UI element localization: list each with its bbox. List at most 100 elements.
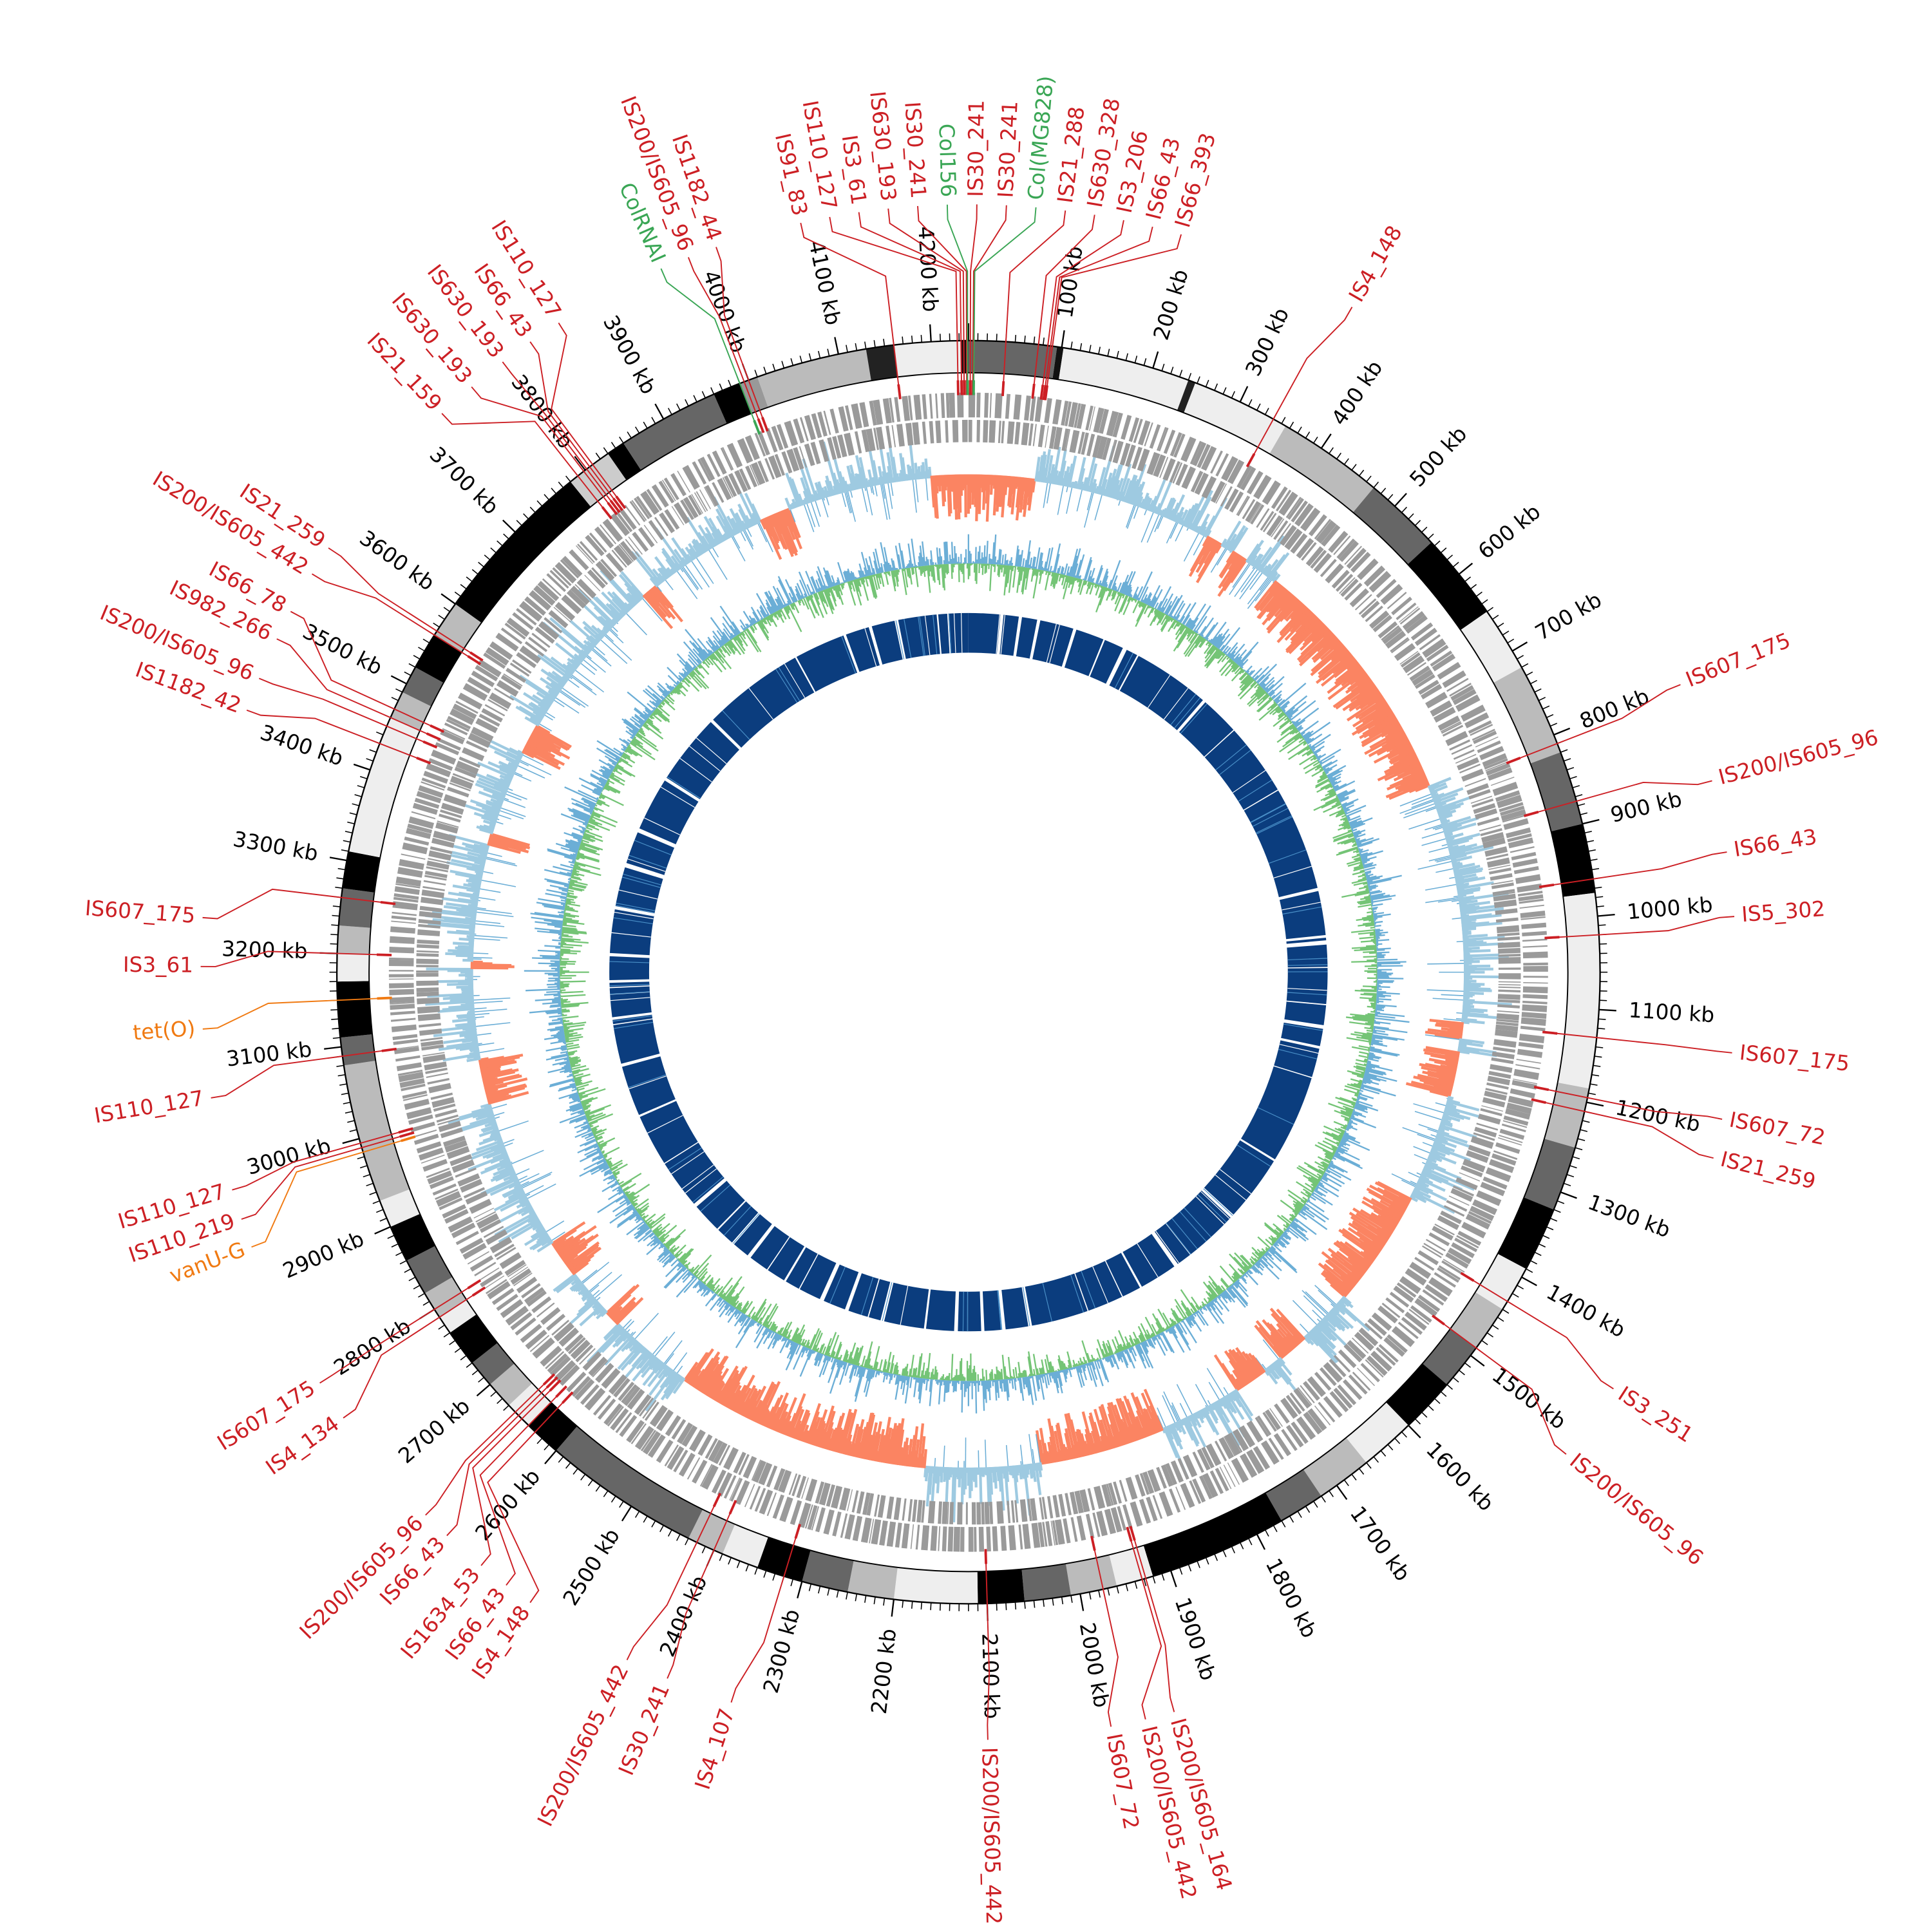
gc-positive-spike — [1137, 597, 1140, 601]
gc-negative-spike — [1359, 896, 1370, 900]
gc-negative-spike — [1057, 1368, 1059, 1371]
gc-negative-spike — [1352, 1099, 1357, 1102]
gc-positive-spike — [1376, 992, 1400, 995]
gc-negative-spike — [804, 1345, 806, 1347]
gc-negative-spike — [727, 1296, 734, 1303]
inner-ring-line — [784, 663, 806, 698]
gc-negative-spike — [605, 1157, 612, 1162]
gc-positive-spike — [1269, 692, 1275, 697]
gc-negative-spike — [1108, 588, 1111, 592]
gc-negative-spike — [563, 1024, 585, 1029]
gc-negative-spike — [788, 1334, 791, 1340]
gc-negative-spike — [1160, 614, 1168, 625]
gc-positive-spike — [1148, 600, 1152, 606]
gc-negative-spike — [705, 658, 708, 661]
gc-positive-spike — [535, 927, 562, 932]
gc-positive-spike — [738, 1313, 745, 1323]
gc-positive-spike — [1376, 996, 1385, 998]
gc-positive-spike — [1173, 616, 1177, 620]
gc-negative-spike — [1353, 857, 1361, 860]
gc-positive-spike — [542, 1001, 562, 1005]
gc-negative-spike — [1264, 1222, 1281, 1237]
gc-negative-spike — [1321, 799, 1340, 809]
gc-negative-spike — [1190, 1308, 1195, 1314]
gc-positive-spike — [735, 1311, 742, 1320]
gc-positive-spike — [1327, 1166, 1331, 1169]
gc-negative-spike — [923, 1375, 925, 1379]
gc-positive-spike — [1075, 1366, 1083, 1388]
gc-positive-spike — [1341, 1137, 1370, 1151]
gc-positive-spike — [623, 1195, 627, 1199]
gc-negative-spike — [564, 1027, 583, 1032]
gc-negative-spike — [1310, 756, 1317, 761]
gc-negative-spike — [1294, 1207, 1301, 1213]
gc-positive-spike — [1108, 1356, 1113, 1368]
gc-negative-spike — [1354, 858, 1361, 862]
gc-negative-spike — [1138, 1335, 1143, 1343]
gc-negative-spike — [1270, 703, 1277, 709]
gc-negative-spike — [1183, 633, 1198, 655]
gc-positive-spike — [1372, 1029, 1385, 1033]
gc-positive-spike — [1245, 665, 1253, 673]
gc-positive-spike — [840, 1361, 844, 1368]
gc-positive-spike — [1193, 605, 1211, 632]
gc-positive-spike — [1253, 675, 1259, 681]
gc-negative-spike — [652, 1224, 663, 1233]
gc-positive-spike — [1282, 708, 1285, 712]
gc-negative-spike — [1095, 1359, 1097, 1361]
gc-positive-spike — [618, 1186, 621, 1190]
gc-negative-spike — [1071, 577, 1075, 585]
gc-positive-spike — [1316, 1186, 1328, 1194]
gc-positive-spike — [575, 853, 578, 855]
inner-ring-gap — [793, 654, 817, 695]
gc-positive-spike — [854, 1367, 864, 1397]
gc-positive-spike — [1355, 1102, 1379, 1112]
gc-negative-spike — [564, 1032, 570, 1035]
gc-negative-spike — [1112, 1339, 1119, 1353]
gc-positive-spike — [1350, 817, 1373, 828]
gc-negative-spike — [565, 905, 570, 907]
gc-positive-spike — [717, 1295, 719, 1298]
gc-positive-spike — [1113, 585, 1117, 591]
gc-negative-spike — [1358, 1054, 1368, 1059]
gc-positive-spike — [1374, 1021, 1391, 1025]
gc-negative-spike — [1157, 1330, 1160, 1334]
gc-negative-spike — [1064, 574, 1066, 578]
gc-positive-spike — [1370, 900, 1374, 902]
gc-negative-spike — [888, 571, 891, 576]
gc-positive-spike — [626, 1204, 634, 1211]
inner-ring-line — [948, 613, 952, 654]
gc-positive-spike — [735, 1319, 754, 1349]
gc-negative-spike — [1141, 603, 1145, 608]
gc-positive-spike — [999, 549, 1002, 565]
gc-positive-spike — [1376, 939, 1390, 942]
gc-negative-spike — [1349, 1021, 1374, 1027]
gc-positive-spike — [558, 914, 564, 916]
gc-negative-spike — [1108, 1352, 1111, 1356]
gc-positive-spike — [1077, 1365, 1085, 1387]
gc-positive-spike — [808, 1348, 810, 1351]
gc-negative-spike — [1060, 1360, 1065, 1370]
gc-negative-spike — [1341, 822, 1350, 827]
gc-positive-spike — [1323, 1173, 1328, 1177]
gc-positive-spike — [1289, 717, 1292, 721]
gc-negative-spike — [1230, 1283, 1233, 1285]
gc-positive-spike — [1138, 571, 1153, 601]
gc-positive-spike — [1094, 1360, 1104, 1387]
gc-negative-spike — [1140, 1323, 1150, 1340]
gc-positive-spike — [1366, 875, 1383, 881]
gc-negative-spike — [1070, 576, 1074, 585]
gc-positive-spike — [549, 930, 562, 933]
gc-negative-spike — [567, 893, 570, 895]
gc-positive-spike — [570, 864, 574, 867]
gc-positive-spike — [1271, 1245, 1276, 1251]
gc-positive-spike — [1253, 677, 1255, 680]
inner-ring-line — [1180, 703, 1208, 734]
gc-positive-spike — [1135, 1345, 1147, 1369]
gc-positive-spike — [560, 1047, 567, 1050]
gc-positive-spike — [854, 1365, 857, 1370]
gc-negative-spike — [883, 1361, 887, 1372]
gc-positive-spike — [1276, 698, 1283, 705]
gc-positive-spike — [1309, 1197, 1311, 1198]
gc-positive-spike — [1101, 568, 1108, 587]
